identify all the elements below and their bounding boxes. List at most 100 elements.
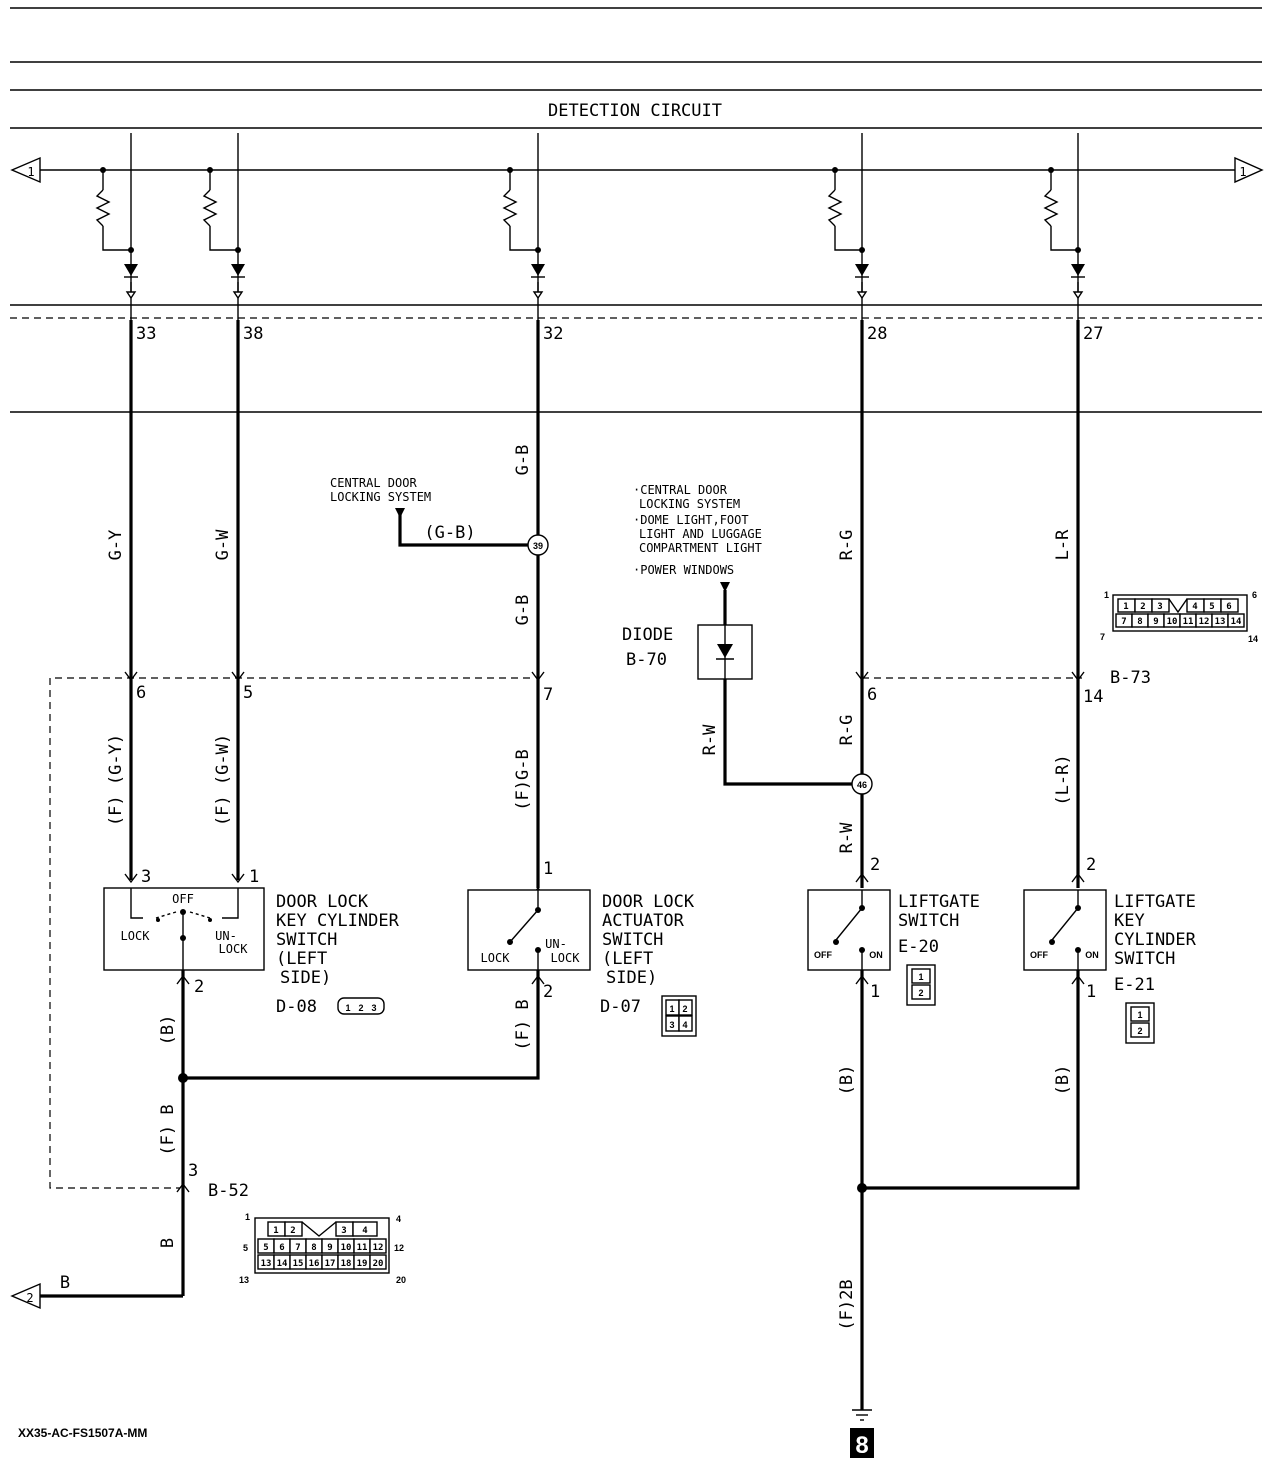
internal-bus: [10, 156, 1264, 184]
etacs-pin-5: 27: [1083, 324, 1103, 344]
s3-pin-out: 1: [870, 982, 880, 1002]
right-bus-ref: 1: [1239, 165, 1246, 179]
s1-un: UN-: [215, 929, 237, 943]
s3-label-2: SWITCH: [898, 911, 959, 931]
ground-ref-arrow: [10, 1282, 41, 1310]
b73-pin: 10: [1167, 617, 1178, 627]
s2-pin-out: 2: [543, 982, 553, 1002]
e21-pin: 2: [1137, 1026, 1142, 1036]
b52-pin: 8: [311, 1243, 316, 1253]
b52-pin: 13: [261, 1259, 272, 1269]
b52-pin: 17: [325, 1259, 336, 1269]
s4-label-1: LIFTGATE: [1114, 892, 1196, 912]
left-bus-ref: 1: [27, 165, 34, 179]
e20-connector-icon: 1 2: [906, 964, 936, 1006]
s2-code: D-07: [600, 997, 641, 1017]
b52-corner-tl: 1: [245, 1212, 250, 1222]
diode-name: DIODE: [622, 625, 673, 645]
b73-pin: 8: [1137, 617, 1142, 627]
wire-label-b-ground: B: [60, 1273, 70, 1293]
wire-label-lr-mid: (L-R): [1053, 754, 1073, 805]
b52-pin: 6: [279, 1243, 284, 1253]
wire-label-gw: G-W: [213, 529, 233, 560]
d07-pin: 1: [669, 1004, 674, 1014]
e20-pin: 2: [918, 988, 923, 998]
d08-connector-icon: 1 2 3: [337, 997, 385, 1015]
s4-label-3: CYLINDER: [1114, 930, 1197, 950]
pin-c5: 14: [1083, 687, 1103, 707]
b52-row1: 1 2 3 4: [273, 1226, 368, 1236]
b73-row1: 1 2 3 4 5 6: [1123, 602, 1231, 612]
note-multi-5: COMPARTMENT LIGHT: [639, 541, 762, 555]
b73-pin: 9: [1153, 617, 1158, 627]
note-multi-2: LOCKING SYSTEM: [639, 497, 740, 511]
junction-39-label: 39: [533, 541, 543, 551]
s4-pin-in: 2: [1086, 855, 1096, 875]
b52-row3: 13 14 15 16 17 18 19 20: [261, 1259, 384, 1269]
junction-46-label: 46: [857, 780, 867, 790]
header-rules: [10, 7, 1262, 413]
b52-pin: 19: [357, 1259, 368, 1269]
b73-pin: 7: [1121, 617, 1126, 627]
ground-ref-label: 2: [26, 1291, 33, 1305]
internal-channel-5: [1043, 133, 1085, 320]
internal-channel-3: [502, 133, 545, 320]
wire-label-f2b: (F)2B: [837, 1279, 857, 1330]
s3-on: ON: [869, 950, 883, 960]
pin-c3: 7: [543, 685, 553, 705]
junction-39: [527, 534, 549, 556]
wire-label-gb-spur: (G-B): [424, 523, 475, 543]
section-title: DETECTION CIRCUIT: [548, 101, 722, 121]
s4-on: ON: [1085, 950, 1099, 960]
s4-code: E-21: [1114, 975, 1155, 995]
connector-dashed-outlines: [49, 677, 1082, 1189]
wire-label-f-gw: (F) (G-W): [213, 734, 233, 826]
b52-pin-label: 3: [188, 1161, 198, 1181]
s3-code: E-20: [898, 937, 939, 957]
b73-pin: 2: [1140, 602, 1145, 612]
note-central-2: LOCKING SYSTEM: [330, 490, 431, 504]
s4-label-4: SWITCH: [1114, 949, 1175, 969]
pin-c2: 5: [243, 683, 253, 703]
b52-pin: 18: [341, 1259, 352, 1269]
b52-connector-face: [254, 1217, 390, 1274]
b73-corner-tr: 6: [1252, 590, 1257, 600]
etacs-pin-1: 33: [136, 324, 156, 344]
etacs-pin-3: 32: [543, 324, 563, 344]
note-central-1: CENTRAL DOOR: [330, 476, 417, 490]
ground-point-label: 8: [855, 1432, 868, 1459]
b52-pin: 2: [290, 1226, 295, 1236]
s4-pin-out: 1: [1086, 982, 1096, 1002]
liftgate-switch: [807, 889, 891, 971]
wire-label-rg-mid: R-G: [837, 715, 857, 746]
s2-label-5: SIDE): [606, 968, 657, 988]
d08-pin: 3: [371, 1003, 376, 1013]
note-multi-3: ·DOME LIGHT,FOOT: [633, 513, 749, 527]
b52-pin: 12: [373, 1243, 384, 1253]
d07-pin: 2: [682, 1004, 687, 1014]
s3-pin-in: 2: [870, 855, 880, 875]
s3-off: OFF: [814, 950, 832, 960]
b52-corner-ml: 5: [243, 1243, 248, 1253]
d07-connector-icon: 1 2 3 4: [661, 995, 697, 1037]
s3-label-1: LIFTGATE: [898, 892, 980, 912]
s1-label-2: KEY CYLINDER: [276, 911, 400, 931]
connector-marks: [124, 671, 1085, 1193]
connector-b73: B-73: [1110, 668, 1151, 688]
b73-corner-tl: 1: [1104, 590, 1109, 600]
s1-pin-in1: 3: [141, 867, 151, 887]
s1-label-4: (LEFT: [276, 949, 327, 969]
s1-pin-in2: 1: [249, 867, 259, 887]
e20-pin: 1: [918, 972, 923, 982]
wire-label-b-left: (B): [158, 1015, 178, 1046]
wire-label-f-gb: (F)G-B: [513, 749, 533, 810]
wire-label-rw-low: R-W: [837, 822, 857, 853]
b52-pin: 5: [263, 1243, 268, 1253]
internal-channel-2: [202, 133, 245, 320]
s1-pin-out: 2: [194, 977, 204, 997]
d07-pin: 3: [669, 1020, 674, 1030]
connector-b52: B-52: [208, 1181, 249, 1201]
pin-c4: 6: [867, 685, 877, 705]
b73-row2: 7 8 9 10 11 12 13 14: [1121, 617, 1242, 627]
